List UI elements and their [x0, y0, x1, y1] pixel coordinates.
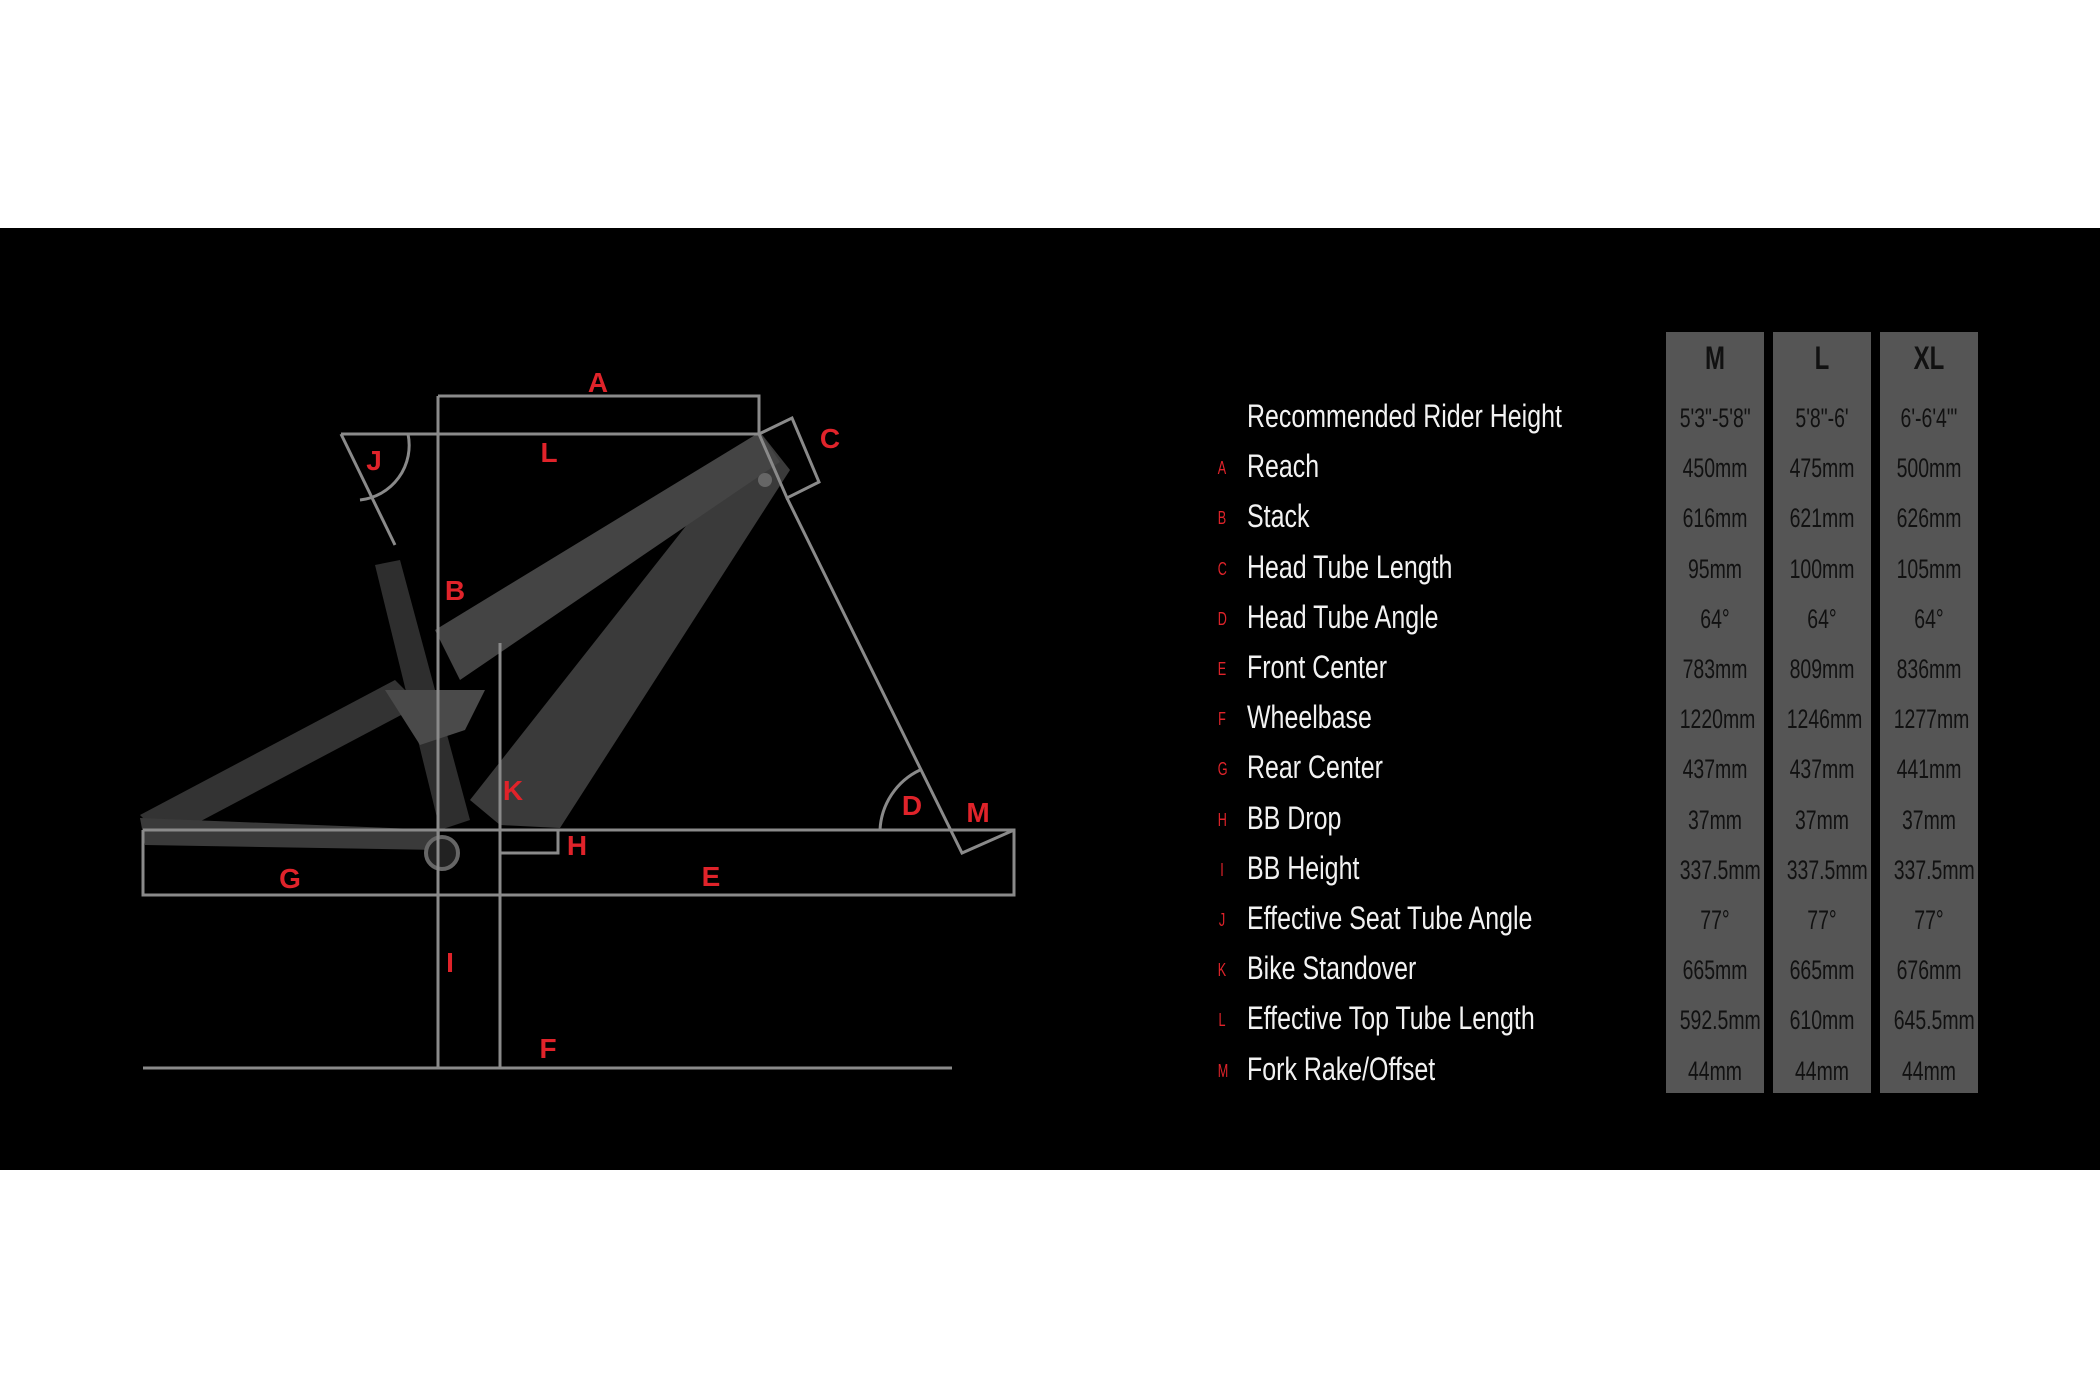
size-column-xl	[1880, 332, 1978, 1093]
size-header: M	[1705, 340, 1725, 376]
size-column-l	[1773, 332, 1871, 1093]
row-label: BB Drop	[1247, 799, 1342, 836]
cell-m: 1220mm	[1679, 704, 1756, 735]
row-letter: B	[1217, 508, 1227, 529]
rocker-link	[385, 690, 485, 745]
cell-m: 450mm	[1682, 453, 1748, 484]
row-letter: F	[1218, 709, 1226, 730]
row-letter: J	[1218, 910, 1226, 930]
dimension-letter-m: M	[966, 797, 989, 828]
dimension-letter-d: D	[902, 790, 922, 821]
row-label: Wheelbase	[1247, 699, 1372, 736]
row-letter: L	[1218, 1010, 1226, 1031]
row-letter: H	[1217, 809, 1227, 830]
cell-xl: 1277mm	[1893, 704, 1970, 735]
row-label: Effective Seat Tube Angle	[1247, 900, 1533, 936]
row-letter: A	[1217, 458, 1227, 479]
top-tube	[435, 432, 780, 680]
cell-m: 592.5mm	[1679, 1005, 1761, 1036]
dimension-letter-c: C	[820, 423, 840, 454]
row-letter: G	[1217, 759, 1228, 780]
cell-l: 37mm	[1794, 804, 1849, 835]
row-label: Head Tube Length	[1247, 548, 1453, 585]
row-letter: K	[1217, 960, 1227, 981]
cell-l: 77°	[1807, 905, 1837, 935]
cell-l: 621mm	[1789, 503, 1855, 534]
dimension-letter-k: K	[503, 775, 523, 806]
cell-m: 616mm	[1682, 503, 1748, 534]
dimension-letter-j: J	[366, 445, 382, 476]
cell-m: 77°	[1700, 905, 1730, 935]
cell-l: 437mm	[1789, 754, 1855, 785]
cell-xl: 64°	[1914, 603, 1944, 634]
cell-l: 475mm	[1789, 453, 1855, 484]
cell-l: 1246mm	[1786, 704, 1863, 735]
cell-xl: 441mm	[1896, 754, 1962, 785]
row-letter: M	[1217, 1060, 1229, 1081]
row-label: BB Height	[1247, 849, 1360, 886]
dimension-letter-l: L	[540, 437, 557, 468]
dimension-lines	[141, 394, 1016, 1070]
size-header: L	[1814, 340, 1830, 376]
dimension-letter-f: F	[539, 1033, 556, 1064]
cell-l: 64°	[1807, 603, 1837, 634]
row-label: Fork Rake/Offset	[1247, 1050, 1436, 1087]
cell-l: 337.5mm	[1786, 854, 1868, 885]
cell-xl: 77°	[1914, 905, 1944, 935]
cell-l: 610mm	[1789, 1005, 1855, 1036]
bike-frame	[140, 432, 790, 871]
dimension-letter-i: I	[446, 947, 454, 978]
row-label: Front Center	[1247, 649, 1388, 685]
cell-m: 95mm	[1687, 553, 1742, 584]
cell-l: 5'8"-6'	[1795, 403, 1849, 433]
cell-l: 100mm	[1789, 553, 1855, 584]
row-label: Recommended Rider Height	[1247, 398, 1562, 434]
size-header: XL	[1913, 340, 1945, 376]
row-letter: I	[1220, 859, 1224, 880]
cell-xl: 836mm	[1896, 654, 1962, 684]
row-letter: E	[1217, 659, 1227, 679]
cell-xl: 626mm	[1896, 503, 1962, 534]
cell-xl: 105mm	[1896, 553, 1962, 584]
cell-m: 337.5mm	[1679, 854, 1761, 885]
cell-m: 437mm	[1682, 754, 1748, 785]
cell-m: 64°	[1700, 603, 1730, 634]
head-tube-top	[758, 473, 772, 487]
cell-l: 665mm	[1789, 955, 1855, 986]
cell-xl: 645.5mm	[1893, 1005, 1975, 1036]
cell-m: 783mm	[1682, 654, 1748, 684]
cell-m: 37mm	[1687, 804, 1742, 835]
bottom-bracket	[424, 835, 460, 871]
row-label: Effective Top Tube Length	[1247, 1000, 1535, 1037]
cell-xl: 500mm	[1896, 453, 1962, 484]
chainstay	[140, 818, 440, 850]
row-letter: D	[1217, 608, 1227, 629]
cell-l: 44mm	[1794, 1055, 1849, 1086]
cell-xl: 37mm	[1901, 804, 1956, 835]
cell-m: 5'3"-5'8"	[1679, 403, 1751, 433]
dimension-letter-b: B	[445, 575, 465, 606]
seatstay	[140, 680, 420, 840]
size-column-m	[1666, 332, 1764, 1093]
cell-xl: 44mm	[1901, 1055, 1956, 1086]
row-label: Stack	[1247, 498, 1310, 535]
cell-xl: 337.5mm	[1893, 854, 1975, 885]
row-letter: C	[1217, 558, 1227, 579]
cell-l: 809mm	[1789, 654, 1855, 684]
row-label: Rear Center	[1247, 749, 1383, 786]
cell-xl: 676mm	[1896, 955, 1962, 986]
dimension-letter-a: A	[588, 367, 608, 398]
dimension-letter-h: H	[567, 830, 587, 861]
dimension-letter-e: E	[702, 861, 721, 892]
row-label: Reach	[1247, 448, 1320, 485]
down-tube	[470, 432, 790, 828]
row-label: Bike Standover	[1247, 950, 1417, 987]
dimension-letter-g: G	[279, 863, 301, 894]
row-label: Head Tube Angle	[1247, 598, 1439, 635]
cell-xl: 6'-6'4"'	[1900, 403, 1958, 433]
cell-m: 44mm	[1687, 1055, 1742, 1086]
cell-m: 665mm	[1682, 955, 1748, 986]
